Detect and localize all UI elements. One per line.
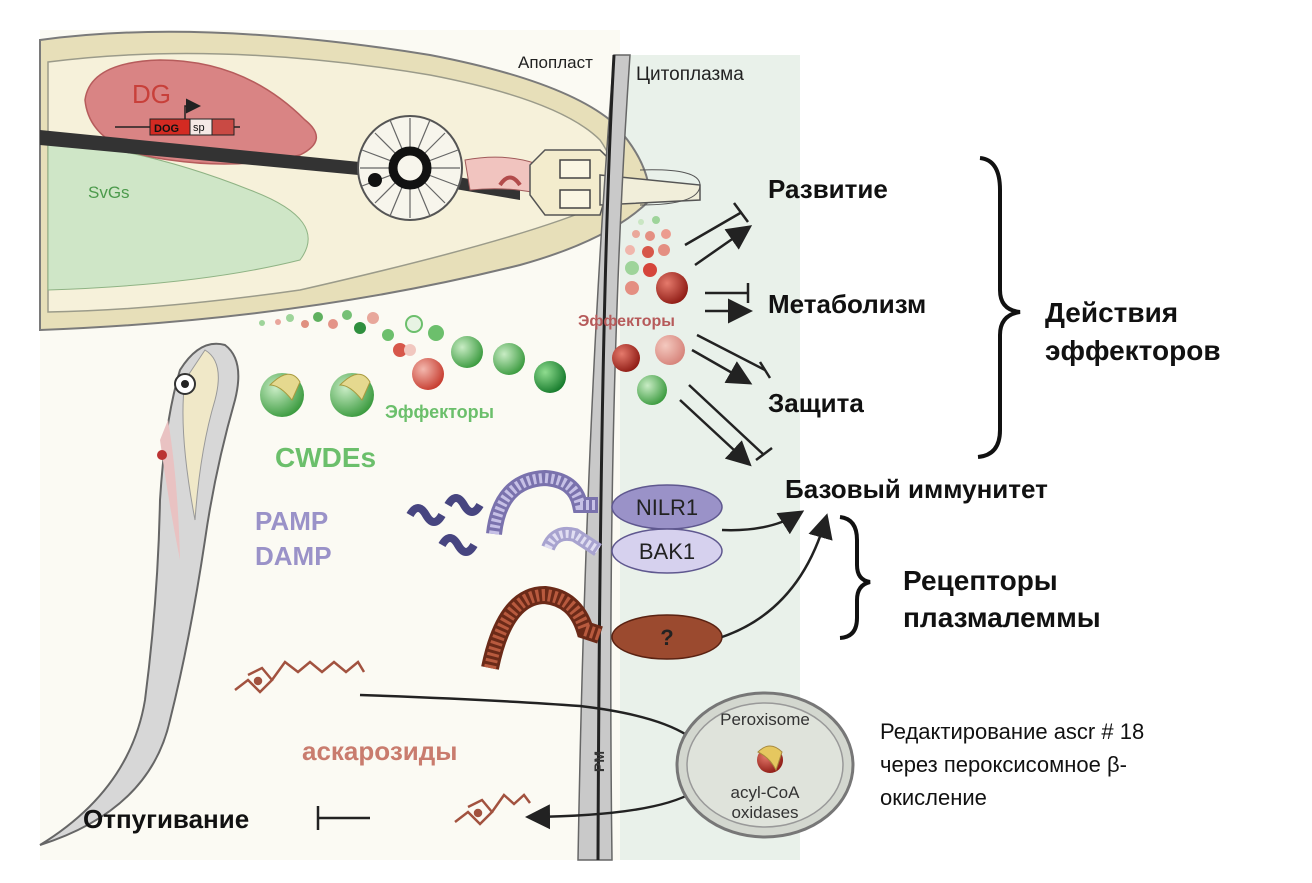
arrow-nilr1-immunity (721, 510, 805, 535)
effector-actions-label-2: эффекторов (1045, 335, 1221, 366)
nilr1-label: NILR1 (636, 495, 698, 520)
bak1-label: BAK1 (639, 539, 695, 564)
plasma-membrane (577, 54, 631, 861)
effector-particles-apoplast (259, 310, 566, 393)
note-line-3: окисление (880, 785, 987, 810)
cwde-enzyme (330, 373, 374, 417)
ascarosides-label: аскарозиды (302, 736, 457, 766)
ascaroside-edited (454, 793, 531, 826)
effectors-apoplast-label: Эффекторы (385, 402, 494, 422)
note-line-2: через пероксисомное β- (880, 752, 1127, 777)
bracket-receptors (839, 515, 871, 640)
outcome-metabolism: Метаболизм (768, 289, 926, 319)
oxidases-label: oxidases (731, 803, 798, 822)
cytoplasm-label: Цитоплазма (636, 64, 744, 85)
dg-label: DG (132, 79, 171, 109)
peroxisome (675, 691, 855, 839)
outcome-basal-immunity: Базовый иммунитет (785, 474, 1048, 504)
outcome-defense: Защита (768, 388, 864, 418)
bracket-effector-actions (977, 156, 1021, 459)
effector-action-arrows (679, 202, 773, 467)
receptor-bak1-extracellular (541, 526, 602, 556)
svgs-label: SvGs (88, 183, 130, 202)
peroxisome-label: Peroxisome (720, 710, 810, 729)
receptors-label-2: плазмалеммы (903, 602, 1101, 633)
repelling-inhibition (316, 806, 370, 830)
effector-particles-cytoplasm (612, 216, 688, 405)
arrow-unknown-immunity (721, 513, 833, 639)
repelling-label: Отпугивание (83, 804, 249, 834)
cwde-enzyme (260, 373, 304, 417)
sp-label: sp (193, 122, 205, 134)
bak1-receptor (611, 528, 723, 574)
damp-label: DAMP (255, 541, 332, 571)
dog-gene-label: DOG (154, 123, 179, 135)
receptor-nilr1-extracellular (486, 469, 598, 536)
nematode-head (39, 30, 701, 332)
acyl-coa-label: acyl-CoA (731, 783, 801, 802)
note-line-1: Редактирование ascr # 18 (880, 719, 1144, 744)
apoplast-label: Апопласт (518, 53, 593, 72)
ascaroside-molecule (234, 660, 366, 694)
receptors-label-1: Рецепторы (903, 565, 1058, 596)
unknown-receptor-label: ? (660, 625, 673, 650)
pamp-label: PAMP (255, 506, 328, 536)
cwdes-label: CWDEs (275, 442, 376, 473)
receptor-unknown-extracellular (481, 585, 603, 670)
pm-label: PM (591, 751, 607, 772)
effector-actions-label-1: Действия (1045, 297, 1178, 328)
dog-gene-construct (115, 98, 240, 136)
outcome-development: Развитие (768, 174, 888, 204)
nematode-body (39, 342, 240, 846)
ascaroside-editing-path (359, 693, 714, 830)
effectors-cytoplasm-label: Эффекторы (578, 313, 675, 330)
pamp-damp-molecules (406, 494, 484, 556)
